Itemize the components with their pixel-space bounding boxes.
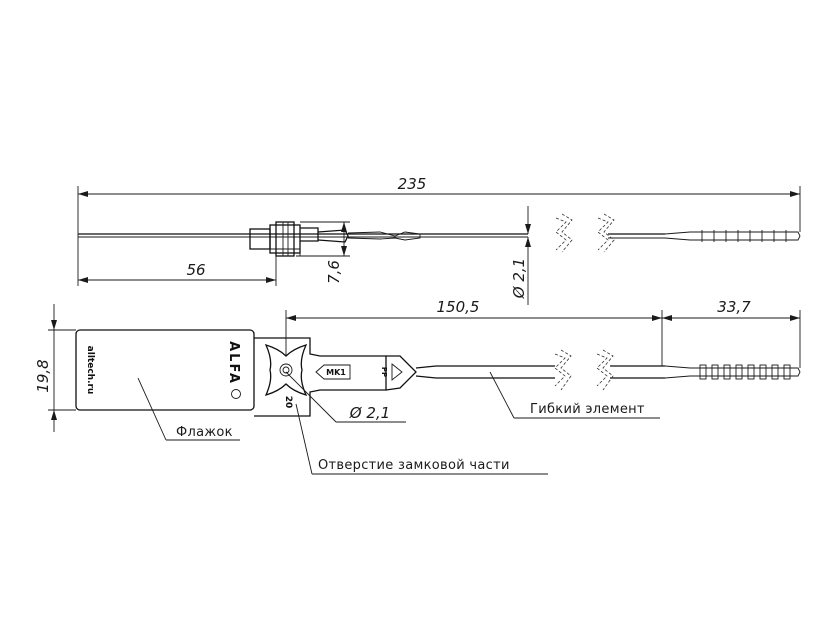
dim-flag-height: 19,8 [34,359,52,392]
mk1-arrow [315,364,351,380]
dim-hole-diameter: Ø 2,1 [349,404,390,422]
side-teeth [701,230,787,242]
num-marking: 20 [283,396,293,409]
dim-lock-height: 7,6 [325,260,343,284]
front-teeth [699,364,791,380]
callout-lock-hole: Отверстие замковой части [318,458,510,473]
break-marks-bottom [554,349,614,391]
flag-hole [231,389,241,399]
dim-tail-length: 150,5 [437,298,480,316]
lock-body-side [249,221,421,257]
break-marks-top [555,213,615,253]
front-view: alltech.ru ALFA 20 MK1 PP [34,298,801,475]
lock-ornament [264,343,308,397]
flag-body [75,329,255,411]
brand-marking: ALFA [226,341,241,385]
side-view: 235 56 7,6 Ø 2,1 [77,175,801,305]
dim-total-length: 235 [398,175,427,193]
material-mark: PP [380,367,388,377]
dim-flag-offset: 56 [186,261,205,279]
dim-tip-length: 33,7 [717,298,751,316]
dim-diameter-top: Ø 2,1 [510,258,528,299]
callout-flexible-element: Гибкий элемент [530,402,645,417]
callout-flag: Флажок [176,425,233,440]
website-marking: alltech.ru [85,346,95,395]
code-marking: MK1 [326,368,346,377]
